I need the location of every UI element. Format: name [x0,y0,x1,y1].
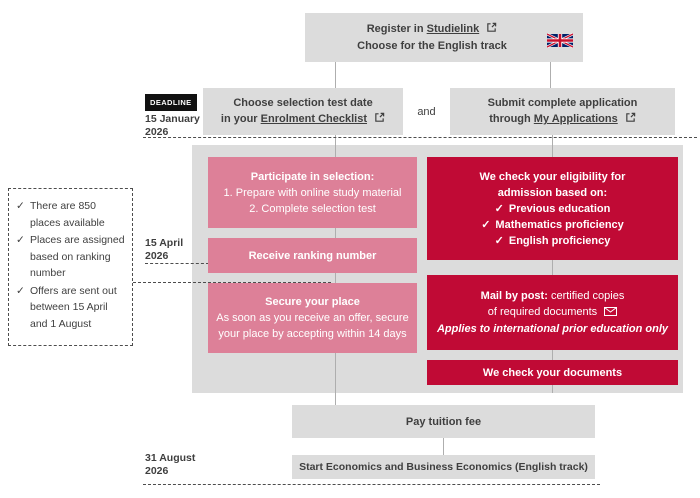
required-documents-text: of required documents [487,306,598,318]
and-connector-label: and [403,88,450,135]
start-programme-box: Start Economics and Business Economics (… [292,455,595,479]
april-date-line2: 2026 [145,250,169,262]
deadline-badge: DEADLINE [145,94,197,111]
check-documents-text: We check your documents [482,366,623,379]
enrolment-checklist-link[interactable]: Enrolment Checklist [260,113,368,125]
check-icon: ✓ [16,284,25,297]
choose-test-date-box: Choose selection test date in your Enrol… [203,88,403,135]
submit-application-text: Submit complete application [487,97,638,109]
secure-place-line2: your place by accepting within 14 days [218,328,407,340]
eligibility-title-line1: We check your eligibility for [479,170,626,183]
check-icon: ✓ [481,218,491,231]
pay-tuition-text: Pay tuition fee [405,415,482,428]
connector-spine-right [552,135,553,393]
eligibility-check-education: ✓ Previous education [495,201,611,217]
participate-selection-box: Participate in selection: 1. Prepare wit… [208,157,417,228]
timeline-dash-august [143,484,600,485]
april-date-label: 15 April 2026 [145,237,205,263]
connector-top-right [550,62,551,88]
connector-pay-start [443,438,444,455]
international-note-text: Applies to international prior education… [436,323,669,335]
august-date-label: 31 August 2026 [145,452,205,478]
participate-step1: 1. Prepare with online study material [223,186,402,199]
participate-step2: 2. Complete selection test [249,202,376,215]
studielink-link[interactable]: Studielink [426,23,480,35]
connector-top-left [335,62,336,88]
external-link-icon [486,22,497,38]
mail-by-post-label: Mail by post: [480,290,548,302]
and-text: and [417,105,436,118]
deadline-january-label: DEADLINE 15 January 2026 [145,94,205,139]
check-icon: ✓ [16,200,25,212]
uk-flag-icon [546,32,574,49]
check-icon: ✓ [16,234,25,246]
external-link-icon [374,112,385,128]
enrolment-prefix-text: in your [220,113,261,125]
eligibility-check-math: ✓ Mathematics proficiency [481,217,624,233]
ranking-number-box: Receive ranking number [208,238,417,273]
august-date-line1: 31 August [145,452,196,464]
info-item-places: ✓ There are 850 places available [16,198,128,231]
ranking-number-text: Receive ranking number [248,249,377,262]
choose-test-date-text: Choose selection test date [233,97,373,109]
pay-tuition-box: Pay tuition fee [292,405,595,438]
info-item-text: Places are assigned based on ranking num… [30,234,125,279]
mail-documents-box: Mail by post: certified copies of requir… [427,275,678,350]
envelope-icon [604,305,618,321]
deadline-date-line1: 15 January [145,113,200,125]
timeline-dash-january [143,137,697,138]
mail-by-post-rest: certified copies [547,290,625,302]
april-date-line1: 15 April [145,237,184,249]
participate-title: Participate in selection: [250,170,375,183]
secure-place-line1: As soon as you receive an offer, secure [216,312,409,324]
places-info-box: ✓ There are 850 places available ✓ Place… [8,188,133,346]
timeline-dash-april [145,263,209,264]
english-track-text: Choose for the English track [357,40,507,52]
check-icon: ✓ [494,234,504,247]
eligibility-check-box: We check your eligibility for admission … [427,157,678,260]
eligibility-check-text: English proficiency [508,234,611,247]
deadline-date-line2: 2026 [145,126,169,138]
eligibility-check-text: Previous education [508,202,611,215]
register-studielink-box: Register in Studielink Choose for the En… [305,13,583,62]
eligibility-check-text: Mathematics proficiency [495,218,624,231]
register-text: Register in [366,23,427,35]
infobox-connector-dash [133,282,331,283]
august-date-line2: 2026 [145,465,169,477]
secure-place-title: Secure your place [265,296,360,308]
my-applications-link[interactable]: My Applications [533,113,618,125]
my-applications-prefix-text: through [489,113,534,125]
secure-place-box: Secure your place As soon as you receive… [208,283,417,353]
eligibility-check-english: ✓ English proficiency [495,233,611,249]
start-programme-text: Start Economics and Business Economics (… [299,461,588,473]
info-item-ranking: ✓ Places are assigned based on ranking n… [16,232,128,282]
check-documents-box: We check your documents [427,360,678,385]
check-icon: ✓ [494,202,504,215]
submit-application-box: Submit complete application through My A… [450,88,675,135]
info-item-text: Offers are sent out between 15 April and… [30,284,117,330]
external-link-icon [625,112,636,128]
info-item-text: There are 850 places available [30,200,105,229]
info-item-offers: ✓ Offers are sent out between 15 April a… [16,283,128,333]
eligibility-title-line2: admission based on: [497,186,608,199]
